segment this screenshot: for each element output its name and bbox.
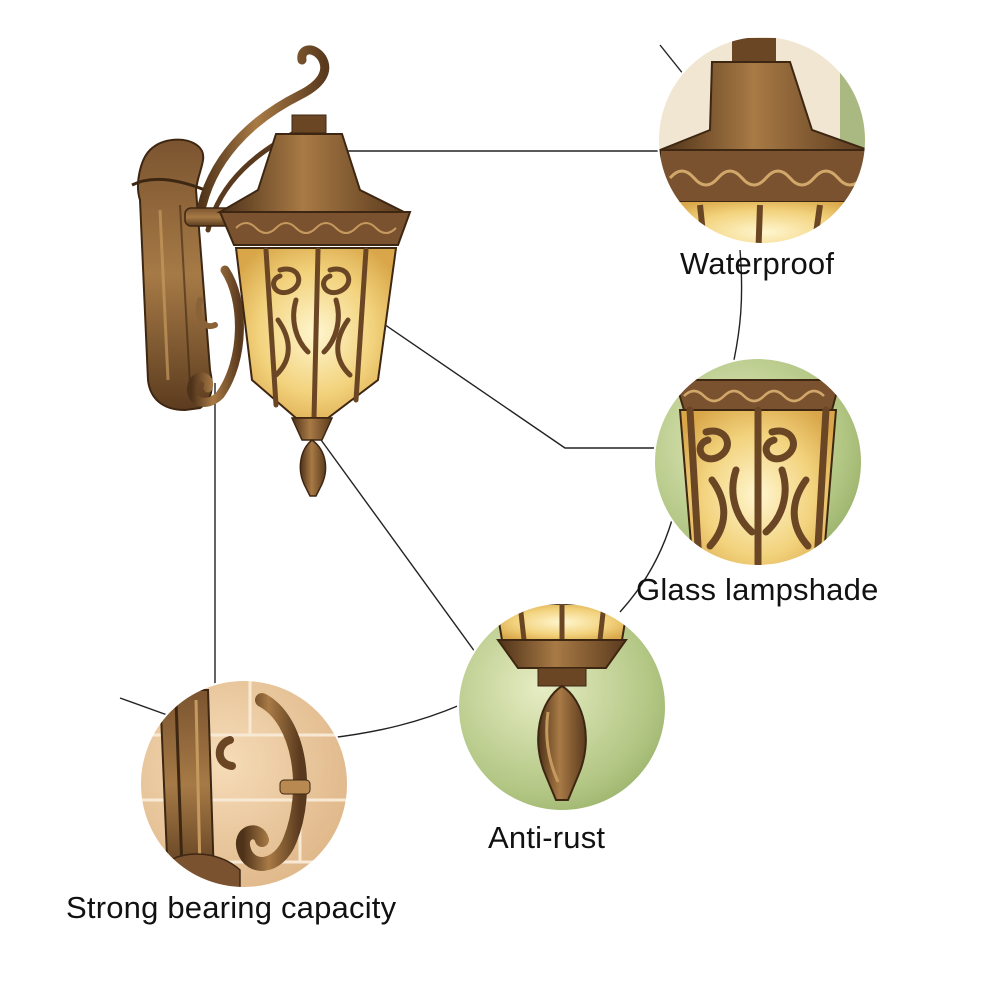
- scroll-arm: [195, 45, 330, 220]
- leader-glass: [301, 267, 672, 449]
- label-anti-rust: Anti-rust: [488, 820, 606, 855]
- leader-arc-mid: [619, 519, 673, 613]
- lantern-finial-detail: [458, 603, 666, 811]
- leader-arc-low: [329, 704, 461, 739]
- leader-lines: [119, 44, 743, 739]
- lantern-glass-detail: [654, 358, 862, 566]
- lantern-finial: [299, 439, 327, 497]
- leader-antirust: [315, 432, 479, 657]
- label-strong-bearing: Strong bearing capacity: [66, 890, 397, 925]
- label-glass-lampshade: Glass lampshade: [636, 572, 879, 607]
- lantern-roof-detail: [658, 36, 866, 244]
- wall-lantern-picture: [131, 45, 412, 497]
- leader-tick-bracket: [119, 697, 171, 717]
- wall-bracket-detail: [140, 680, 348, 888]
- lower-scroll: [186, 265, 244, 407]
- label-waterproof: Waterproof: [680, 246, 835, 281]
- leader-arc-right: [733, 249, 743, 361]
- lantern-roof: [216, 133, 405, 213]
